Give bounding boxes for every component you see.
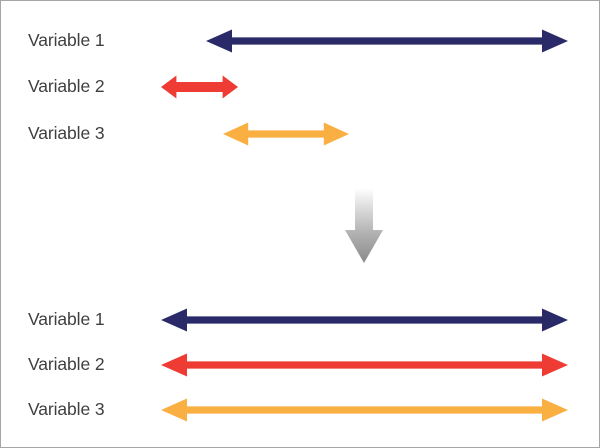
top-panel-arrow-3: [223, 122, 349, 146]
bottom-row-label-variable-2: Variable 2: [28, 354, 105, 374]
bottom-panel-arrow-2: [161, 353, 568, 377]
transformation-down-arrow-icon: [345, 188, 383, 263]
transformation-arrow-group: [345, 188, 383, 263]
bottom-row-label-variable-3: Variable 3: [28, 399, 105, 419]
top-panel-arrow-1: [206, 29, 568, 53]
top-row-label-variable-2: Variable 2: [28, 76, 105, 96]
bottom-panel-arrow-1: [161, 308, 568, 332]
top-row-label-variable-1: Variable 1: [28, 30, 105, 50]
bottom-panel-arrow-3: [161, 398, 568, 422]
top-panel-arrow-2: [161, 75, 238, 99]
top-panel-arrows: [161, 29, 568, 146]
top-row-label-variable-3: Variable 3: [28, 123, 105, 143]
bottom-row-label-variable-1: Variable 1: [28, 309, 105, 329]
bottom-panel-arrows: [161, 308, 568, 422]
